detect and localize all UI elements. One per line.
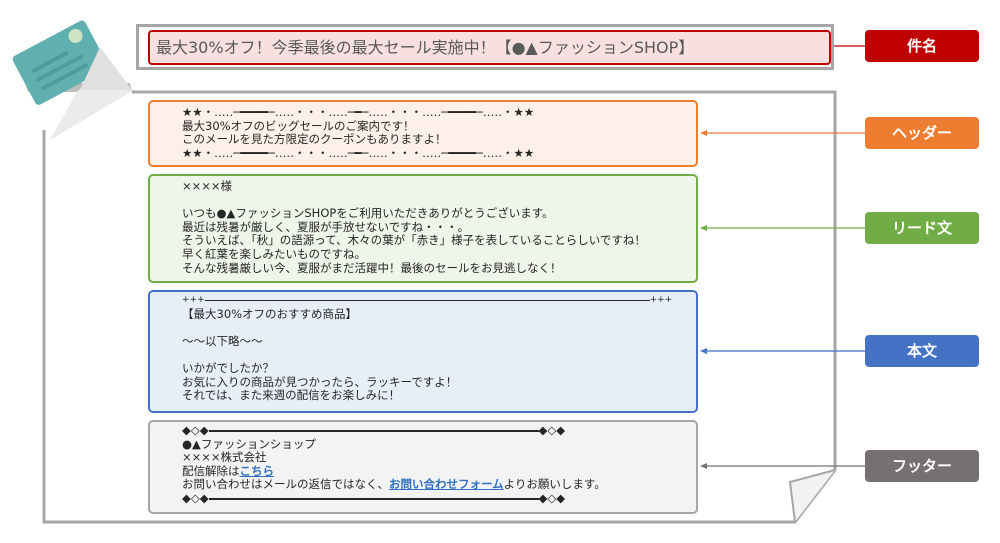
header-line: 最大30%オフのビッグセールのご案内です！ [182, 118, 415, 133]
label-header: ヘッダー [865, 117, 979, 149]
contact-form-link[interactable]: お問い合わせフォーム [389, 477, 504, 492]
body-line [182, 348, 696, 362]
contact-text: よりお願いします。 [503, 477, 606, 492]
rule-end: ◆◇◆ [538, 423, 566, 437]
rule-bar [208, 429, 539, 432]
contact-text: お問い合わせはメールの返信ではなく、 [182, 477, 389, 492]
unsubscribe-link[interactable]: こちら [239, 463, 275, 478]
header-decoration: ★★・‥…─━━━━─…‥・・・‥…─━─…‥・・・‥…─━━━━─…‥・★★ [182, 145, 535, 160]
footer-shop-name: ●▲ファッションショップ [182, 436, 316, 451]
email-footer-section: ◆◇◆◆◇◆●▲ファッションショップ××××株式会社配信解除はこちらお問い合わせ… [148, 420, 698, 514]
body-line: ～～以下略～～ [182, 333, 263, 348]
label-body: 本文 [865, 335, 979, 367]
lead-line: 最近は残暑が厳しく、夏服が手放せないですね・・・。 [182, 219, 470, 234]
lead-line: いつも●▲ファッションSHOPをご利用いただきありがとうございます。 [182, 206, 554, 221]
body-line: いかがでしたか？ [182, 360, 274, 375]
footer-contact: お問い合わせはメールの返信ではなく、お問い合わせフォームよりお願いします。 [182, 478, 696, 492]
rule-end: +++ [182, 295, 205, 305]
label-subject: 件名 [865, 30, 979, 62]
header-line: このメールを見た方限定のクーポンもありますよ！ [182, 132, 447, 147]
paper-fold [788, 469, 836, 523]
lead-line: そういえば、「秋」の語源って、木々の葉が「赤き」様子を表していることらしいですね… [182, 233, 646, 248]
email-body-section: ++++++【最大30%オフのおすすめ商品】～～以下略～～いかがでしたか？お気に… [148, 290, 698, 413]
body-divider: +++ +++ [182, 294, 696, 308]
footer-divider: ◆◇◆ ◆◇◆ [182, 490, 696, 506]
body-line [182, 321, 696, 335]
footer-company: ××××株式会社 [182, 450, 267, 465]
label-lead: リード文 [865, 212, 979, 244]
lead-line: ××××様 [182, 179, 233, 193]
rule-end: ◆◇◆ [182, 490, 209, 505]
envelope-icon [12, 20, 134, 140]
rule-bar [204, 300, 650, 302]
rule-bar [208, 497, 539, 500]
unsubscribe-text: 配信解除は [182, 463, 240, 478]
header-decoration: ★★・‥…─━━━━─…‥・・・‥…─━─…‥・・・‥…─━━━━─…‥・★★ [182, 105, 535, 119]
footer-unsubscribe: 配信解除はこちら [182, 463, 696, 479]
body-line: 【最大30%オフのおすすめ商品】 [182, 306, 358, 321]
rule-end: ◆◇◆ [538, 490, 566, 505]
email-lead-section: ××××様いつも●▲ファッションSHOPをご利用いただきありがとうございます。最… [148, 174, 698, 283]
lead-line: 早く紅葉を楽しみたいものですね。 [182, 246, 366, 261]
rule-end: ◆◇◆ [182, 423, 209, 437]
email-header-section: ★★・‥…─━━━━─…‥・・・‥…─━─…‥・・・‥…─━━━━─…‥・★★最… [148, 100, 698, 167]
lead-line: そんな残暑厳しい今、夏服がまだ活躍中！最後のセールをお見逃しなく！ [182, 260, 562, 275]
subject-frame [136, 24, 834, 70]
footer-divider: ◆◇◆ ◆◇◆ [182, 423, 696, 438]
email-subject: 最大30%オフ！今季最後の最大セール実施中！【●▲ファッションSHOP】 [148, 30, 831, 65]
label-footer: フッター [865, 450, 979, 482]
rule-end: +++ [649, 295, 673, 305]
body-line: お気に入りの商品が見つかったら、ラッキーですよ！ [182, 374, 458, 389]
body-line: それでは、また来週の配信をお楽しみに！ [182, 388, 401, 403]
lead-line [182, 194, 696, 208]
